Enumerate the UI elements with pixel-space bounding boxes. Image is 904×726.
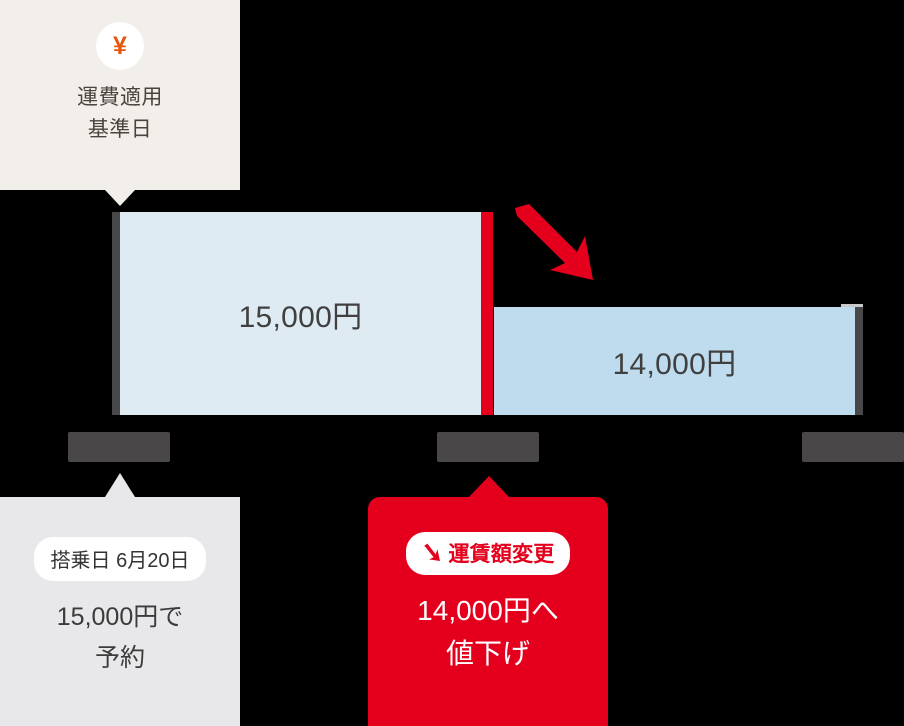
booking-amount-line: 15,000円で xyxy=(56,603,184,631)
fare-basis-date-callout-pointer xyxy=(105,190,135,206)
new-fare-line: 14,000円へ xyxy=(417,595,559,626)
boarding-date-badge: 搭乗日 6月20日 xyxy=(33,537,207,581)
arrow-down-right-icon xyxy=(424,543,441,561)
booking-action-line: 予約 xyxy=(94,643,145,672)
price-drop-arrow-icon xyxy=(515,204,593,280)
fare-basis-date-line-2: 基準日 xyxy=(87,117,153,141)
fare-change-callout-pointer xyxy=(468,476,510,498)
new-fare-bar-cap xyxy=(841,304,863,307)
date-tick-fare-change xyxy=(437,432,539,462)
discount-line: 値下げ xyxy=(445,638,530,670)
booking-callout: 搭乗日 6月20日 15,000円で 予約 xyxy=(0,497,240,726)
fare-change-badge: 運賃額変更 xyxy=(406,532,570,575)
original-fare-amount: 15,000円 xyxy=(238,300,363,334)
original-fare-bar: 15,000円 xyxy=(112,212,481,415)
date-tick-end xyxy=(802,432,904,462)
fare-change-callout: 運賃額変更 14,000円へ 値下げ xyxy=(368,497,608,726)
new-fare-bar: 14,000円 xyxy=(494,304,863,415)
fare-basis-date-callout: ¥ 運費適用 基準日 xyxy=(0,0,240,190)
fare-basis-date-line-1: 運費適用 xyxy=(77,86,163,109)
fare-change-divider xyxy=(481,212,493,415)
yen-symbol: ¥ xyxy=(113,31,127,60)
booking-callout-pointer xyxy=(105,473,135,497)
yen-coin-icon: ¥ xyxy=(96,22,144,70)
date-tick-departure xyxy=(68,432,170,462)
new-fare-amount: 14,000円 xyxy=(612,348,737,381)
fare-change-badge-label: 運賃額変更 xyxy=(448,543,555,566)
